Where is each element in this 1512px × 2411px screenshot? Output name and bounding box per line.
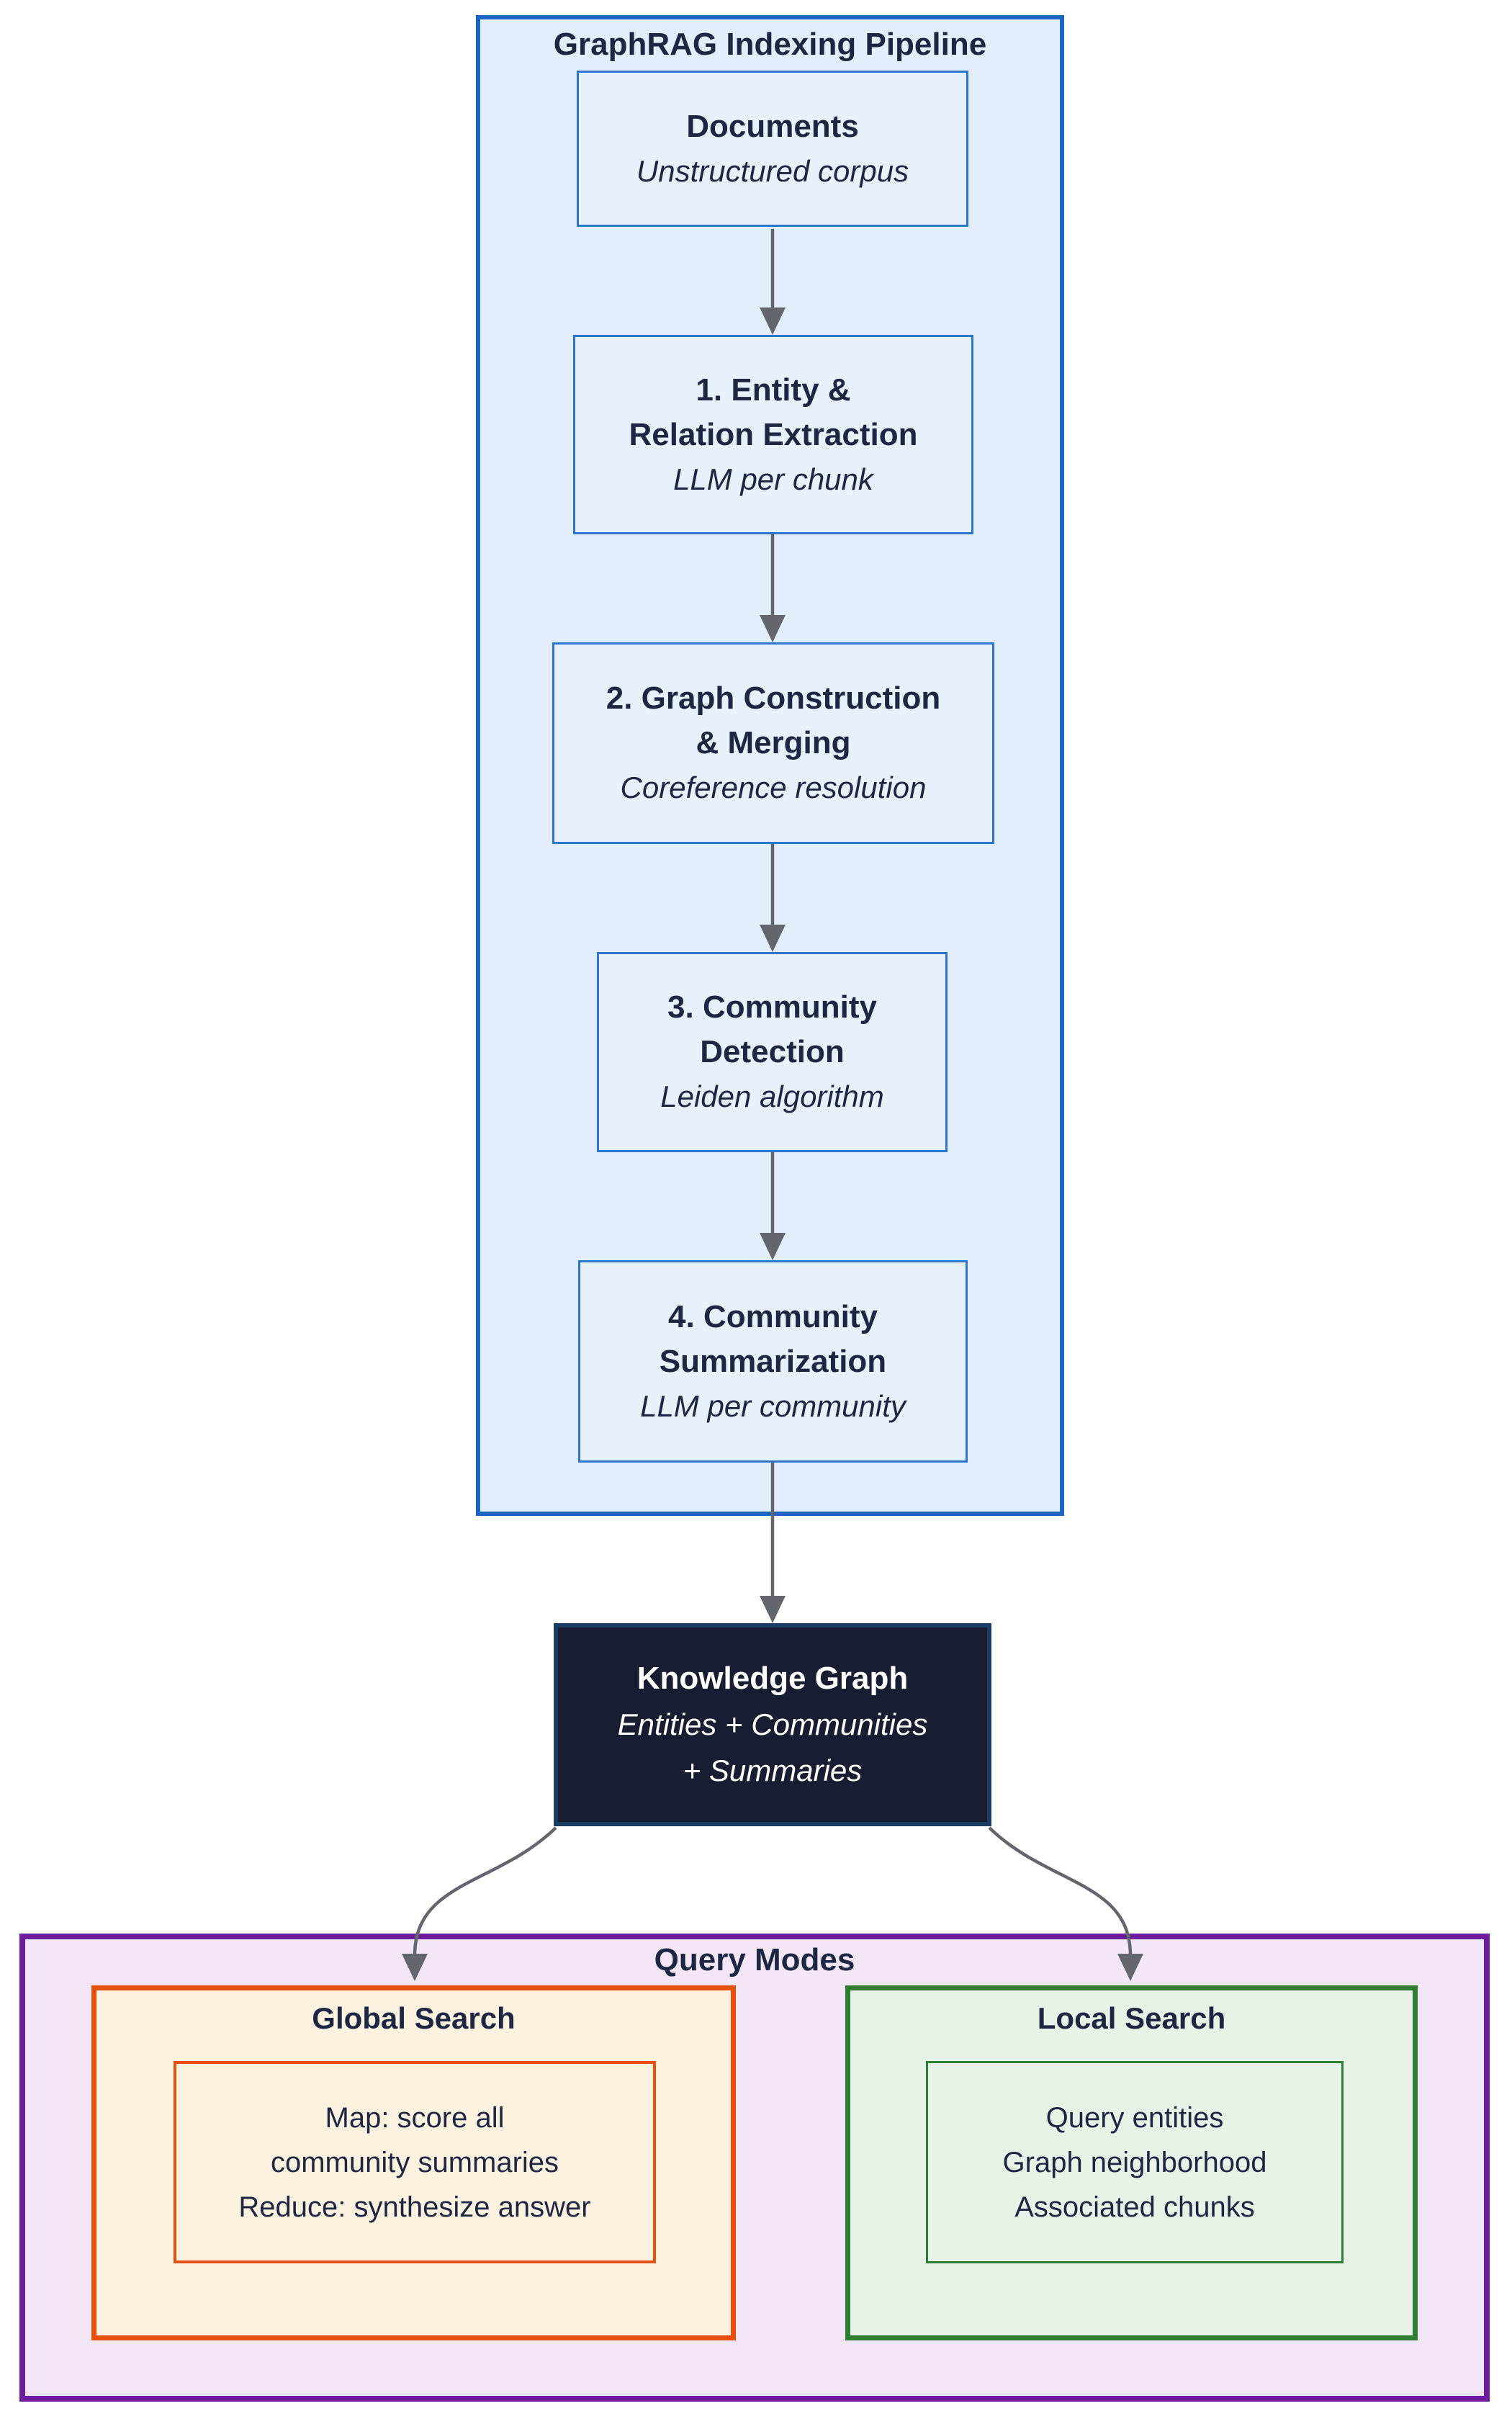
- node-step4-subtitle: LLM per community: [640, 1388, 906, 1423]
- local-search-line-entities: Query entities: [1045, 2101, 1224, 2134]
- local-search-title: Local Search: [1037, 2001, 1226, 2035]
- node-step1-entity-relation-extraction: 1. Entity & Relation Extraction LLM per …: [573, 335, 973, 534]
- node-documents-subtitle: Unstructured corpus: [636, 153, 909, 188]
- node-knowledge-graph: Knowledge Graph Entities + Communities +…: [554, 1623, 991, 1826]
- node-step4-title-line1: 4. Community: [668, 1298, 878, 1334]
- node-step1-title-line1: 1. Entity &: [696, 372, 851, 408]
- query-modes-title: Query Modes: [654, 1942, 855, 1977]
- global-search-title: Global Search: [312, 2001, 516, 2035]
- node-documents: Documents Unstructured corpus: [577, 71, 968, 227]
- node-step2-subtitle: Coreference resolution: [620, 771, 927, 804]
- node-step3-subtitle: Leiden algorithm: [660, 1079, 884, 1113]
- knowledge-graph-subtitle-line2: + Summaries: [683, 1754, 863, 1787]
- global-search-detail-box: Map: score all community summaries Reduc…: [174, 2061, 656, 2263]
- local-search-line-neighborhood: Graph neighborhood: [1002, 2146, 1267, 2178]
- knowledge-graph-title: Knowledge Graph: [636, 1661, 909, 1696]
- node-documents-title: Documents: [686, 108, 859, 144]
- node-step2-graph-construction-merging: 2. Graph Construction & Merging Corefere…: [552, 642, 994, 844]
- pipeline-title: GraphRAG Indexing Pipeline: [553, 27, 987, 62]
- global-search-line-summaries: community summaries: [270, 2146, 559, 2178]
- local-search-detail-box: Query entities Graph neighborhood Associ…: [926, 2061, 1344, 2263]
- node-step4-community-summarization: 4. Community Summarization LLM per commu…: [578, 1260, 968, 1463]
- node-step1-title-line2: Relation Extraction: [629, 416, 918, 452]
- arrowhead-step4-to-knowledge-graph-icon: [760, 1596, 786, 1623]
- node-step3-title-line1: 3. Community: [667, 989, 877, 1025]
- node-step1-subtitle: LLM per chunk: [673, 462, 873, 496]
- node-step4-title-line2: Summarization: [659, 1343, 887, 1379]
- global-search-line-reduce: Reduce: synthesize answer: [238, 2191, 591, 2223]
- knowledge-graph-subtitle-line1: Entities + Communities: [617, 1707, 928, 1741]
- node-step3-title-line2: Detection: [700, 1034, 845, 1069]
- node-step2-title-line2: & Merging: [696, 725, 851, 760]
- local-search-line-chunks: Associated chunks: [1014, 2191, 1255, 2223]
- node-step3-community-detection: 3. Community Detection Leiden algorithm: [597, 952, 948, 1152]
- global-search-line-map: Map: score all: [325, 2101, 505, 2134]
- node-step2-title-line1: 2. Graph Construction: [606, 681, 941, 716]
